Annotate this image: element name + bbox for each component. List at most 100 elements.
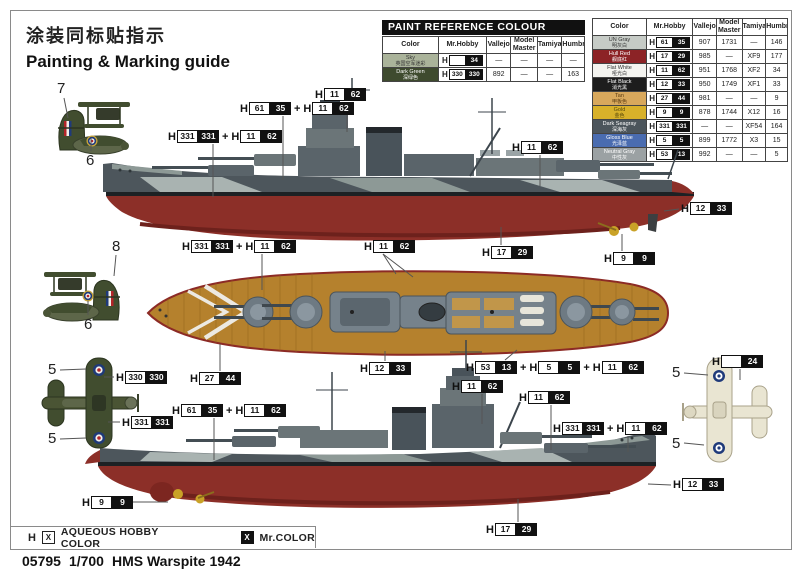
- plus-sign: +: [606, 422, 614, 435]
- h-prefix: H: [190, 372, 198, 385]
- mr-color-code-box: 5: [559, 361, 581, 374]
- mr-color-code-box: 33: [710, 202, 732, 215]
- leader-line: [504, 349, 518, 361]
- aqueous-code-box: 11: [254, 240, 276, 253]
- aqueous-code-box: 331: [561, 422, 583, 435]
- aqueous-code-box: 330: [448, 69, 466, 80]
- color-name: Flat Black: [607, 79, 632, 85]
- mr-color-code-box: 62: [393, 240, 415, 253]
- h-prefix: H: [240, 102, 248, 115]
- h-prefix: H: [681, 202, 689, 215]
- aqueous-code-box: 12: [681, 478, 703, 491]
- color-name-chinese: 中性灰: [611, 155, 627, 161]
- h-prefix: H: [649, 66, 656, 75]
- color-name-chinese: 光泽蓝: [611, 141, 627, 147]
- aircraft-top-view-green: [41, 357, 139, 449]
- aqueous-code-box: 331: [176, 130, 198, 143]
- aircraft-scheme-number: 8: [112, 238, 121, 255]
- color-name-chinese: 深绿色: [402, 75, 418, 81]
- plus-sign: +: [293, 102, 301, 115]
- h-prefix: H: [712, 355, 720, 368]
- h-prefix: H: [649, 150, 656, 159]
- mr-color-code-box: 33: [673, 79, 691, 90]
- aqueous-code-box: 11: [601, 361, 623, 374]
- aircraft-scheme-number: 7: [57, 80, 66, 97]
- h-prefix: H: [519, 391, 527, 404]
- h-prefix: H: [360, 362, 368, 375]
- color-name-chinese: 英国空军迷彩: [395, 61, 426, 67]
- aqueous-code-box: 12: [656, 79, 674, 90]
- aqueous-code-box: 11: [520, 141, 542, 154]
- aqueous-code-box: 330: [124, 371, 146, 384]
- mr-color-code-box: 35: [269, 102, 291, 115]
- color-name-chinese: 舰底红: [611, 57, 627, 63]
- mr-color-code-box: 9: [673, 107, 691, 118]
- mr-color-code-box: 330: [465, 69, 483, 80]
- paint-table-title: PAINT REFERENCE COLOUR: [382, 20, 585, 35]
- aqueous-code-box: 11: [240, 130, 262, 143]
- plus-sign: +: [583, 361, 590, 374]
- aqueous-code-box: 27: [656, 93, 674, 104]
- mr-color-code-box: 62: [275, 240, 297, 253]
- mr-color-code-box: 62: [548, 391, 570, 404]
- legend-h-prefix: H: [28, 531, 36, 544]
- mr-color-code-box: 5: [673, 135, 691, 146]
- mr-color-code-box: 35: [673, 37, 691, 48]
- humbrol-code-cell: 5: [765, 147, 788, 162]
- h-prefix: H: [231, 130, 240, 143]
- aircraft-scheme-number: 5: [48, 430, 57, 447]
- leader-line: [59, 437, 87, 440]
- h-prefix: H: [116, 371, 124, 384]
- kit-number: 05795: [22, 553, 61, 569]
- h-prefix: H: [168, 130, 176, 143]
- aqueous-code-box: 9: [90, 496, 112, 509]
- leader-line: [382, 253, 397, 275]
- h-prefix: H: [673, 478, 681, 491]
- mr-color-code-box: 13: [495, 361, 517, 374]
- color-name: Neutral Gray: [603, 149, 636, 155]
- h-prefix: H: [649, 108, 656, 117]
- mr-color-code-box: 331: [673, 121, 691, 132]
- h-prefix: H: [604, 252, 612, 265]
- mr-color-code-box: 62: [261, 130, 283, 143]
- leader-line: [683, 442, 705, 446]
- aqueous-label: AQUEOUS HOBBY COLOR: [60, 525, 159, 550]
- aqueous-code-box: [720, 355, 742, 368]
- aqueous-code-box: 11: [656, 65, 674, 76]
- mr-color-code-box: 62: [344, 88, 366, 101]
- aqueous-code-box: 11: [312, 102, 334, 115]
- aqueous-code-box: 11: [323, 88, 345, 101]
- h-prefix: H: [182, 240, 190, 253]
- aqueous-code-box: 12: [368, 362, 390, 375]
- aqueous-code-box: 11: [460, 380, 482, 393]
- h-prefix: H: [172, 404, 180, 417]
- aircraft-side-right-facing: [58, 102, 130, 155]
- color-name-chinese: 甲板色: [611, 99, 627, 105]
- aqueous-code-box: [448, 55, 466, 66]
- color-name-chinese: 深海灰: [611, 127, 627, 133]
- mr-color-code-box: 331: [582, 422, 604, 435]
- aqueous-code-box: 53: [474, 361, 496, 374]
- h-prefix: H: [466, 361, 474, 374]
